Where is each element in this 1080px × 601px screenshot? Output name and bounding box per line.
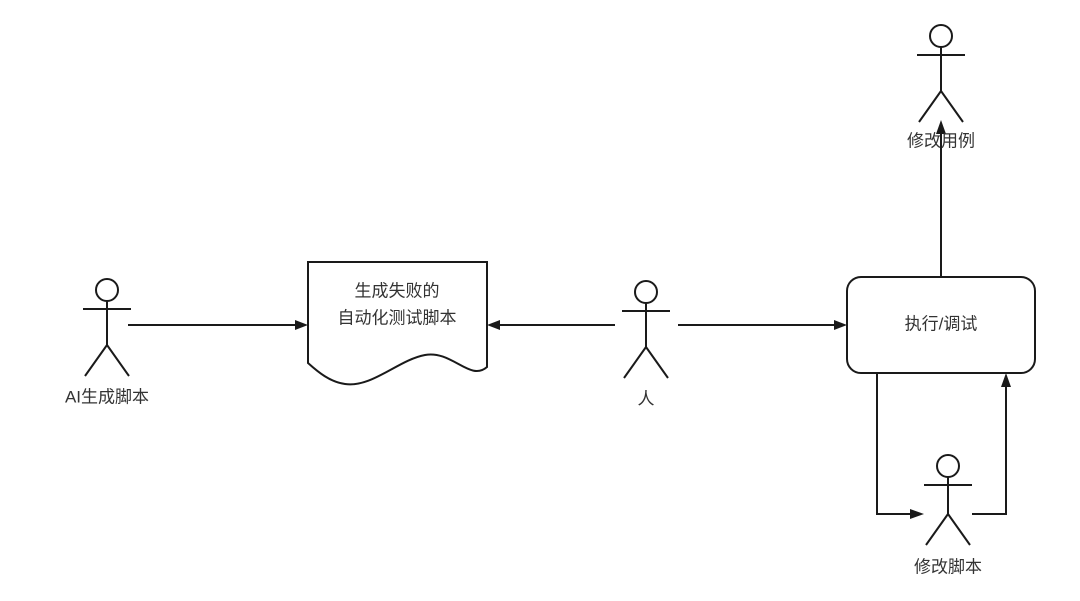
actor-legs-icon [925,513,971,546]
arrowhead-icon [295,320,308,330]
actor-head-icon [936,454,960,478]
node-execute-debug[interactable]: 执行/调试 [846,276,1036,374]
arrowhead-icon [910,509,924,519]
actor-legs-icon [84,344,130,377]
actor-label-ai-generate-script: AI生成脚本 [65,387,149,406]
document-shape [307,261,488,386]
document-label-line2: 自动化测试脚本 [338,308,457,327]
document-label-line1: 生成失败的 [355,281,440,300]
edge-line [876,373,914,515]
actor-label-modify-test-case: 修改用例 [907,131,975,150]
arrowhead-icon [487,320,500,330]
actor-legs-icon [623,346,669,379]
arrowhead-icon [834,320,847,330]
edge-modify-script-to-execute [972,373,1011,515]
edge-human-to-execute [678,320,847,330]
edge-ai-to-document [128,320,308,330]
node-failed-script-document[interactable]: 生成失败的 自动化测试脚本 [307,261,488,386]
actor-head-icon [929,24,953,48]
actor-label-modify-script: 修改脚本 [914,557,982,576]
actor-head-icon [634,280,658,304]
actor-modify-script[interactable]: 修改脚本 [914,454,982,576]
edge-line [972,383,1007,515]
actor-label-human: 人 [638,389,655,408]
arrowhead-icon [936,120,946,134]
edge-human-to-document [487,320,615,330]
actor-ai-generate-script[interactable]: AI生成脚本 [65,278,149,406]
edge-execute-to-modify-case [936,120,946,277]
execute-debug-label: 执行/调试 [905,314,978,333]
edge-execute-to-modify-script [876,373,924,519]
actor-legs-icon [918,90,964,123]
actor-modify-test-case[interactable]: 修改用例 [907,24,975,150]
actor-head-icon [95,278,119,302]
arrowhead-icon [1001,373,1011,387]
actor-human[interactable]: 人 [622,280,670,408]
